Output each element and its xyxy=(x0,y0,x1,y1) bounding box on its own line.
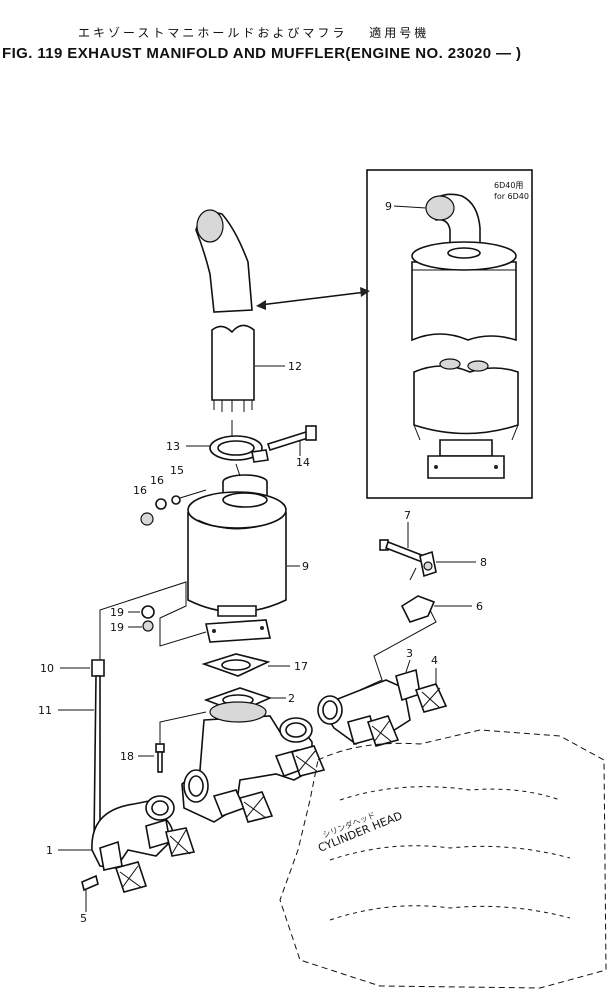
callout-19-lower: 19 xyxy=(110,621,124,634)
figure-title: FIG. 119 EXHAUST MANIFOLD AND MUFFLER(EN… xyxy=(2,45,522,62)
callout-3: 3 xyxy=(406,647,413,660)
callout-9-inset: 9 xyxy=(385,200,392,213)
inset-muffler-upper xyxy=(411,261,517,342)
tail-pipe-elbow xyxy=(195,209,253,313)
inset-frame xyxy=(366,169,533,499)
inset-outlet-neck xyxy=(439,439,493,457)
callout-16-lower: 16 xyxy=(133,484,147,497)
callout-15: 15 xyxy=(170,464,184,477)
inset-note-en: for 6D40 xyxy=(494,192,529,201)
callout-4: 4 xyxy=(431,654,438,667)
callout-19-upper: 19 xyxy=(110,606,124,619)
callout-16-upper: 16 xyxy=(150,474,164,487)
inset-outlet-flange xyxy=(427,455,505,479)
callout-12: 12 xyxy=(288,360,302,373)
nut-8: 8 xyxy=(409,550,487,581)
callout-1: 1 xyxy=(46,844,53,857)
pin-5: 5 xyxy=(80,874,99,925)
callout-14: 14 xyxy=(296,456,310,469)
callout-11: 11 xyxy=(38,704,52,717)
hardware-15-16: 15 16 16 xyxy=(133,464,207,526)
bolt-18: 18 xyxy=(120,711,207,773)
reference-arrow xyxy=(256,287,370,310)
clamp-13: 13 xyxy=(166,435,269,463)
callout-7: 7 xyxy=(404,509,411,522)
exhaust-manifold-front-3: 3 xyxy=(317,647,421,746)
callout-2: 2 xyxy=(288,692,295,705)
cylinder-head-outline: シリンダヘッド CYLINDER HEAD xyxy=(279,729,607,989)
bracket-6: 6 xyxy=(359,595,483,691)
callout-13: 13 xyxy=(166,440,180,453)
flange-stack: 17 2 xyxy=(201,619,308,713)
callout-17: 17 xyxy=(294,660,308,673)
exhaust-pipe-12: 12 xyxy=(211,324,302,412)
japanese-title: エキゾーストマニホールドおよびマフラ 適用号機 xyxy=(78,26,430,40)
nuts-19: 19 19 xyxy=(110,605,155,634)
callout-10: 10 xyxy=(40,662,54,675)
inset-elbow-opening xyxy=(425,195,455,221)
bolt-14: 14 xyxy=(266,425,317,469)
exhaust-manifold-rear-1: 1 xyxy=(46,795,175,871)
callout-9: 9 xyxy=(302,560,309,573)
callout-5: 5 xyxy=(80,912,87,925)
callout-8: 8 xyxy=(480,556,487,569)
callout-6: 6 xyxy=(476,600,483,613)
inset-note-jp: 6D40用 xyxy=(494,181,523,190)
bolt-7: 7 xyxy=(379,509,425,564)
muffler-9: 9 xyxy=(187,474,309,617)
muffler-flange xyxy=(205,619,271,643)
callout-18: 18 xyxy=(120,750,134,763)
inset-6d40: 6D40用 for 6D40 9 xyxy=(366,169,533,499)
gasket-17 xyxy=(201,653,271,677)
inset-muffler-lower xyxy=(413,365,519,435)
manifold-gaskets-4: 4 xyxy=(114,654,448,893)
